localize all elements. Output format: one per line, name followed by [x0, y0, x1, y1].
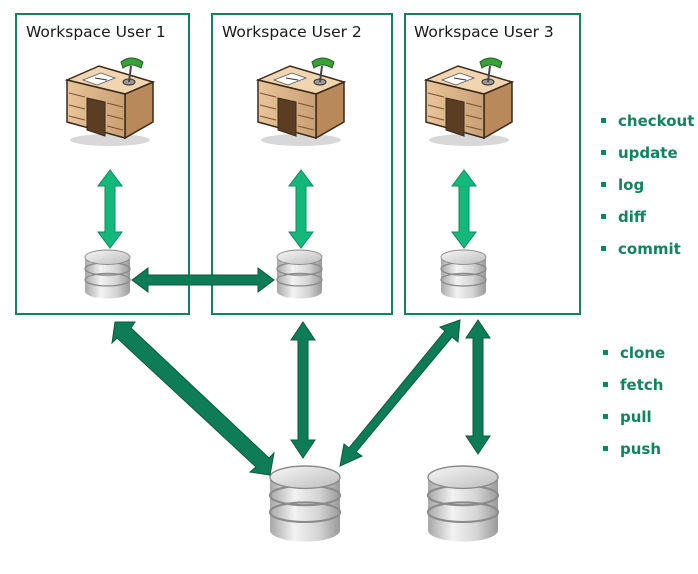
database-icon — [426, 464, 500, 543]
list-item: commit — [600, 240, 694, 258]
list-item: clone — [602, 344, 665, 362]
list-item: checkout — [600, 112, 694, 130]
command-pull: pull — [620, 408, 652, 426]
local-command-list: checkout update log diff commit — [600, 112, 694, 272]
arrow-desk-db-2 — [288, 169, 314, 249]
command-diff: diff — [618, 208, 647, 226]
command-push: push — [620, 440, 662, 458]
command-fetch: fetch — [620, 376, 664, 394]
database-icon — [440, 249, 487, 300]
desk-with-lamp-icon — [66, 57, 154, 147]
desk-with-lamp-icon — [425, 57, 513, 147]
workspace-title-3: Workspace User 3 — [414, 23, 554, 41]
arrow-ws1-remote — [111, 321, 275, 476]
list-item: diff — [600, 208, 694, 226]
command-checkout: checkout — [618, 112, 695, 130]
command-log: log — [618, 176, 645, 194]
command-commit: commit — [618, 240, 681, 258]
desk-with-lamp-icon — [257, 57, 345, 147]
database-icon — [84, 249, 131, 300]
list-item: log — [600, 176, 694, 194]
workspace-box-3: Workspace User 3 — [404, 13, 581, 315]
workspace-box-1: Workspace User 1 — [15, 13, 190, 315]
arrow-peer-sync — [131, 267, 275, 293]
list-item: update — [600, 144, 694, 162]
database-icon — [276, 249, 323, 300]
command-clone: clone — [620, 344, 666, 362]
database-icon — [268, 464, 342, 543]
list-item: pull — [602, 408, 665, 426]
arrow-desk-db-3 — [451, 169, 477, 249]
arrow-ws3-remote — [339, 319, 461, 467]
arrow-ws2-remote — [290, 321, 316, 459]
arrow-ws3-second-remote — [465, 319, 491, 455]
list-item: fetch — [602, 376, 665, 394]
workspace-box-2: Workspace User 2 — [211, 13, 393, 315]
remote-command-list: clone fetch pull push — [602, 344, 665, 472]
arrow-desk-db-1 — [97, 169, 123, 249]
command-update: update — [618, 144, 678, 162]
workspace-title-1: Workspace User 1 — [26, 23, 166, 41]
workspace-title-2: Workspace User 2 — [222, 23, 362, 41]
list-item: push — [602, 440, 665, 458]
